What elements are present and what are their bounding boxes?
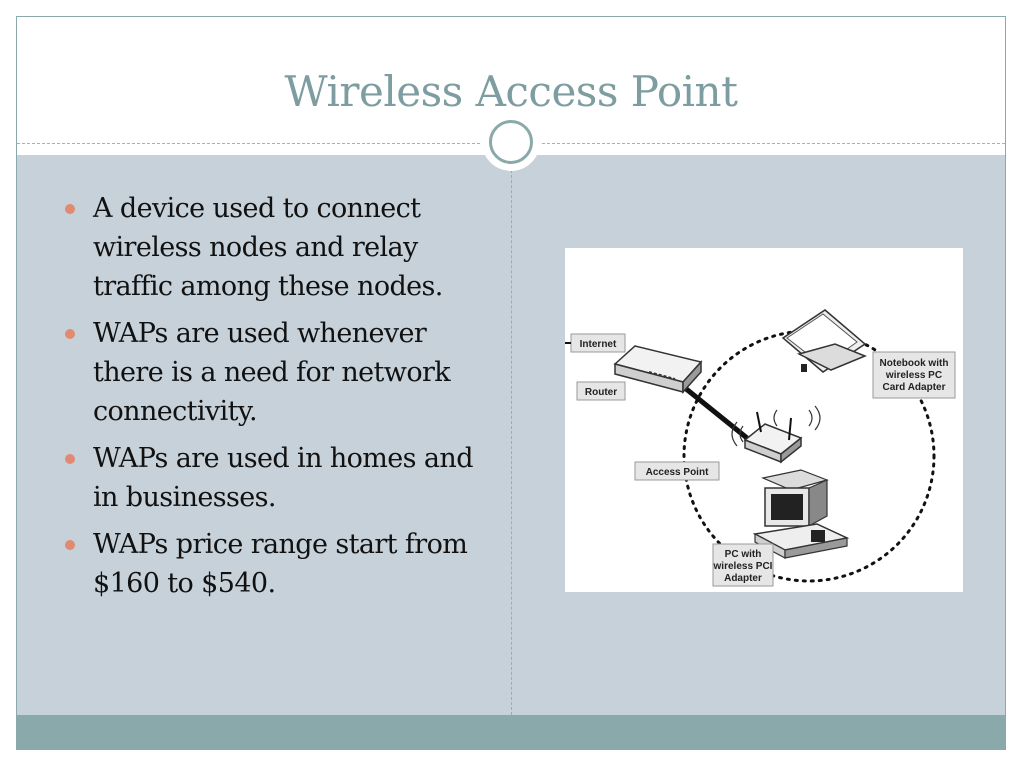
access-point-label: Access Point — [634, 461, 720, 481]
bullet-dot-icon — [65, 204, 75, 214]
bullet-item: WAPs are used whenever there is a need f… — [65, 314, 485, 431]
bullet-text: WAPs are used whenever there is a need f… — [93, 318, 451, 427]
pc-label-line: PC with — [725, 549, 762, 560]
bullet-text: WAPs price range start from $160 to $540… — [93, 529, 468, 599]
desktop-pc-icon — [752, 469, 850, 559]
notebook-label-line: wireless PC — [885, 370, 942, 381]
network-diagram: Internet Router — [565, 248, 963, 592]
footer-bar — [17, 715, 1005, 749]
notebook-label-line: Notebook with — [880, 358, 949, 369]
bullet-text: WAPs are used in homes and in businesses… — [93, 443, 473, 513]
network-diagram-svg: Internet Router — [565, 309, 956, 587]
column-divider — [511, 155, 512, 715]
slide-title: Wireless Access Point — [284, 67, 738, 116]
notebook-icon — [781, 309, 867, 373]
bullet-dot-icon — [65, 454, 75, 464]
access-point-icon — [731, 405, 821, 464]
notebook-label: Notebook with wireless PC Card Adapter — [872, 351, 956, 399]
router-label: Router — [576, 381, 626, 401]
pc-label: PC with wireless PCI Adapter — [712, 543, 774, 587]
router-icon — [613, 345, 703, 394]
bullet-dot-icon — [65, 329, 75, 339]
bullet-list: A device used to connect wireless nodes … — [65, 189, 485, 611]
pc-label-line: Adapter — [724, 573, 762, 584]
router-cable — [683, 386, 749, 440]
bullet-item: A device used to connect wireless nodes … — [65, 189, 485, 306]
internet-label-text: Internet — [580, 339, 617, 350]
notebook-label-line: Card Adapter — [883, 382, 946, 393]
pc-label-line: wireless PCI — [713, 561, 773, 572]
bullet-dot-icon — [65, 540, 75, 550]
router-label-text: Router — [585, 387, 617, 398]
bullet-item: WAPs price range start from $160 to $540… — [65, 525, 485, 603]
internet-label: Internet — [570, 333, 626, 353]
coverage-circle — [682, 329, 936, 583]
bullet-item: WAPs are used in homes and in businesses… — [65, 439, 485, 517]
ornament-ring-icon — [489, 120, 533, 164]
access-point-label-text: Access Point — [646, 467, 709, 478]
slide-frame: Wireless Access Point A device used to c… — [16, 16, 1006, 750]
bullet-text: A device used to connect wireless nodes … — [93, 193, 443, 302]
